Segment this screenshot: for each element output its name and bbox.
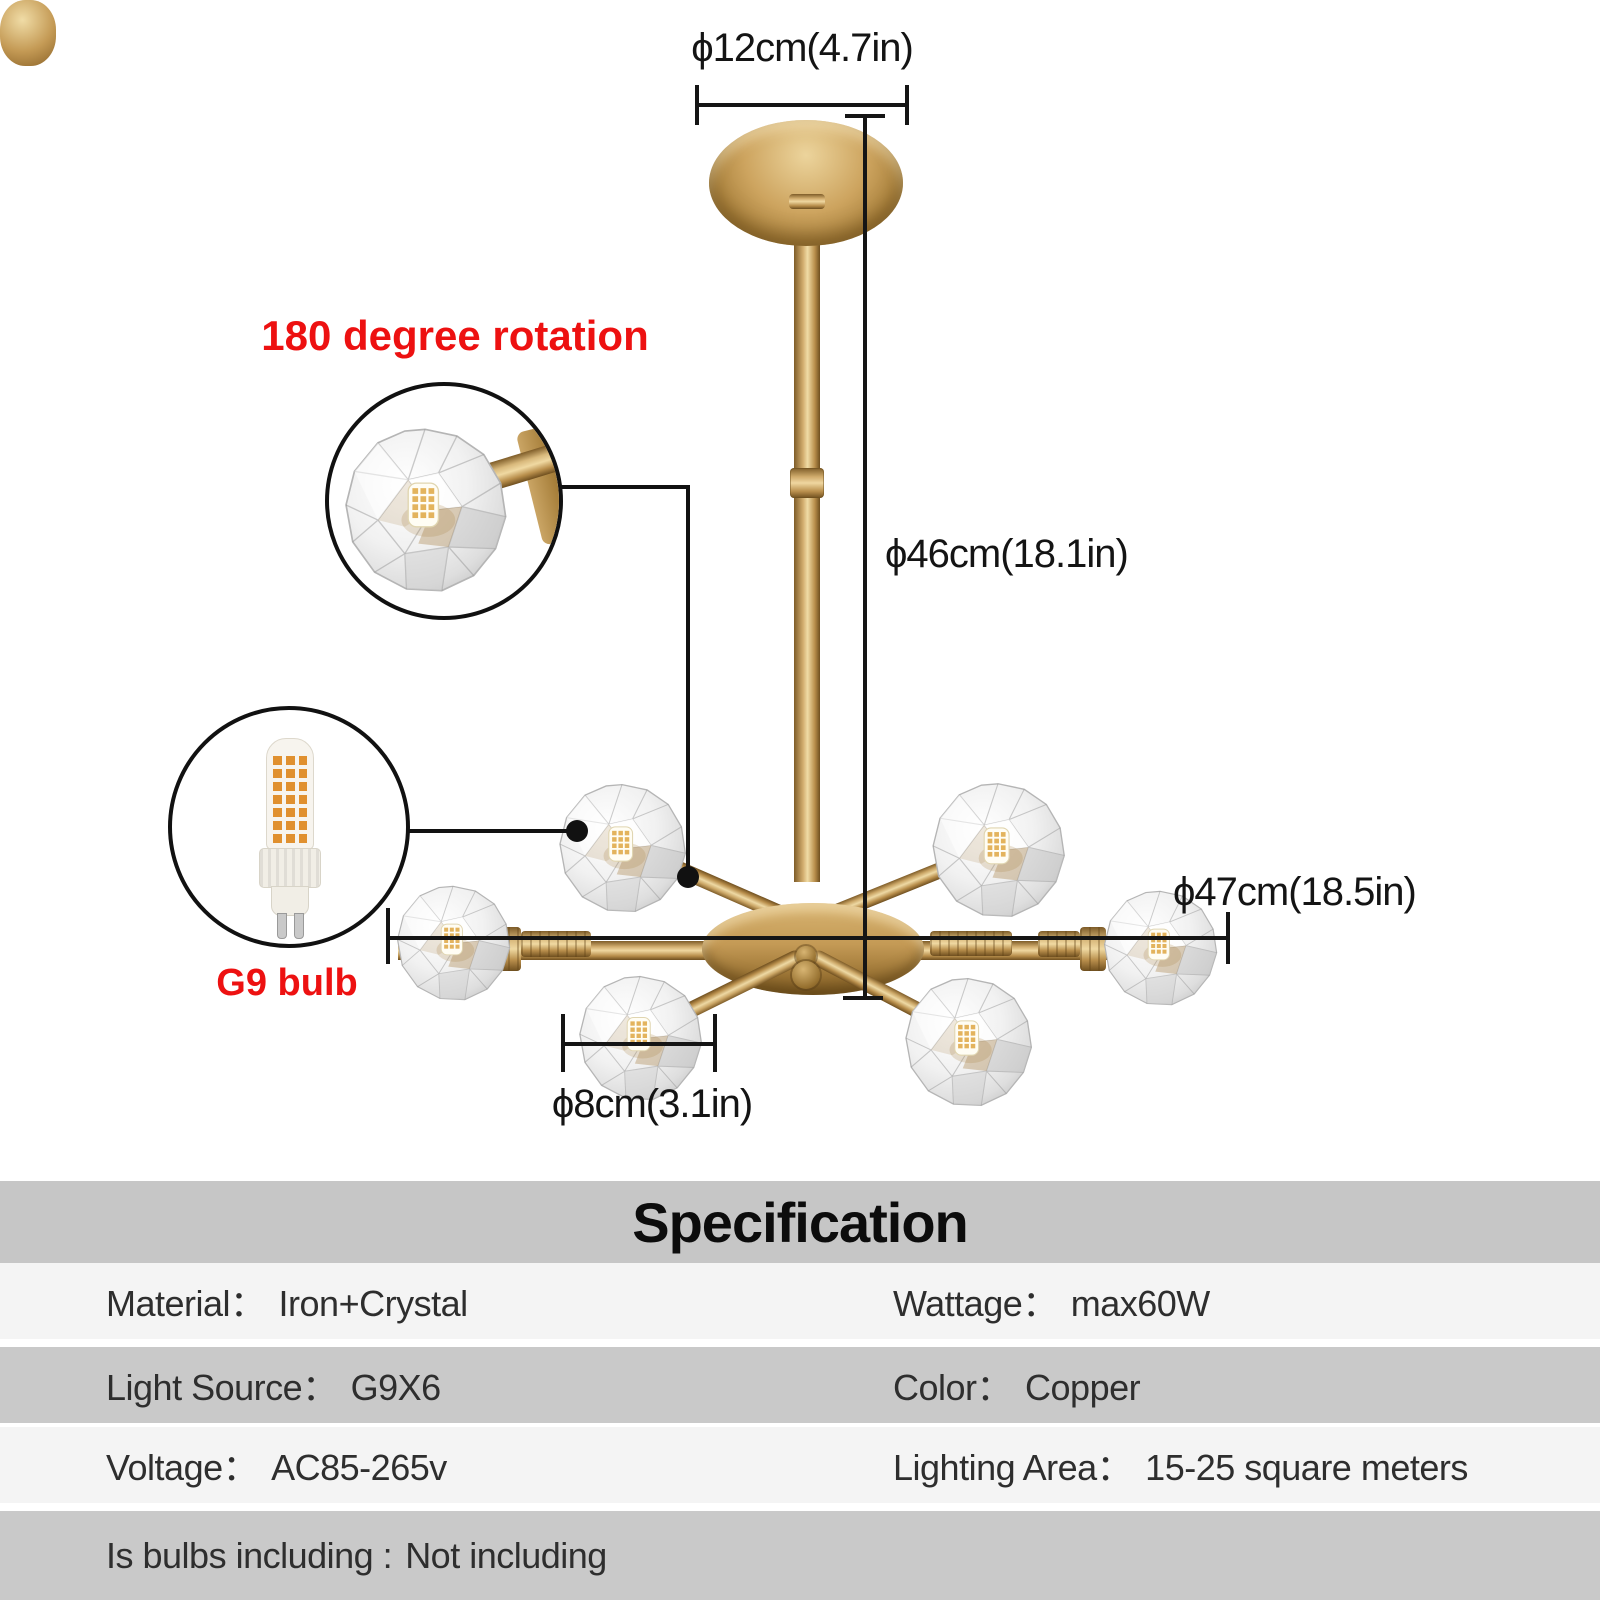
dim-diameter-label: ϕ47cm(18.5in) [1173, 870, 1417, 914]
crystal-ball-upper-right [929, 781, 1067, 919]
canopy-collar [789, 194, 825, 209]
spec-cell-bulbs-included: Is bulbs including : Not including [106, 1535, 607, 1577]
g9-bulb-base [259, 848, 321, 888]
arm-collar-right [1038, 931, 1080, 957]
crystal-ball-lower-right [902, 976, 1034, 1108]
spec-value-lighting-area: 15-25 square meters [1145, 1447, 1468, 1488]
ceiling-canopy [709, 120, 903, 246]
spec-row-voltage: Voltage： AC85-265v Lighting Area： 15-25 sq… [0, 1427, 1600, 1503]
dim-ball-label: ϕ8cm(3.1in) [551, 1082, 753, 1126]
spec-cell-voltage: Voltage： AC85-265v [106, 1439, 447, 1491]
dim-canopy-line [697, 103, 907, 107]
spec-cell-light-source: Light Source： G9X6 [106, 1359, 441, 1411]
spec-value-material: Iron+Crystal [278, 1283, 469, 1324]
hub-ball [0, 0, 56, 66]
spec-value-voltage: AC85-265v [271, 1447, 447, 1488]
spec-cell-wattage: Wattage： max60W [893, 1275, 1210, 1327]
rotation-leader-horizontal [553, 485, 690, 489]
dim-drop-line [863, 116, 867, 1000]
arm-flange-right [1080, 927, 1106, 971]
rotation-leader-dot [677, 866, 699, 888]
spec-label-material: Material： [106, 1283, 266, 1324]
dim-canopy-label: ϕ12cm(4.7in) [691, 26, 914, 70]
g9-bulb-stem [271, 886, 309, 916]
dim-ball-tick-left [561, 1014, 565, 1072]
dim-canopy-tick-left [695, 85, 699, 125]
spec-value-wattage: max60W [1070, 1283, 1211, 1324]
rotation-leader-vertical [686, 485, 690, 877]
spec-label-voltage: Voltage： [106, 1447, 259, 1488]
spec-row-light-source: Light Source： G9X6 Color： Copper [0, 1347, 1600, 1423]
dim-diameter-line [388, 936, 1230, 940]
dim-ball-tick-right [713, 1014, 717, 1072]
g9-leader-line [400, 829, 570, 833]
g9-bulb-pin-right [294, 913, 304, 939]
spec-label-light-source: Light Source： [106, 1367, 338, 1408]
crystal-ball-upper-left [556, 782, 688, 914]
g9-note-label: G9 bulb [216, 962, 358, 1004]
rotation-note-label: 180 degree rotation [261, 312, 649, 359]
rotation-detail-crystal-ball [341, 426, 509, 594]
g9-bulb-body [266, 738, 314, 850]
spec-title: Specification [632, 1190, 969, 1254]
dim-diameter-tick-left [386, 908, 390, 964]
dim-drop-tick-top [845, 114, 885, 118]
rotation-detail-mount-plate [515, 422, 559, 546]
spec-cell-lighting-area: Lighting Area： 15-25 square meters [893, 1439, 1468, 1491]
dim-drop-tick-bottom [843, 996, 883, 1000]
spec-value-light-source: G9X6 [350, 1367, 442, 1408]
rotation-detail-circle [325, 382, 563, 620]
arm-collar-mid-right [930, 931, 1012, 956]
dim-ball-line [563, 1042, 717, 1046]
hub-finial-bottom [792, 961, 820, 989]
g9-leader-dot [566, 820, 588, 842]
arm-collar-left [521, 931, 591, 957]
spec-cell-color: Color： Copper [893, 1359, 1141, 1411]
spec-label-wattage: Wattage： [893, 1283, 1058, 1324]
dim-drop-label: ϕ46cm(18.1in) [885, 532, 1129, 576]
dim-canopy-tick-right [905, 85, 909, 125]
spec-cell-material: Material： Iron+Crystal [106, 1275, 468, 1327]
hanging-rod [794, 196, 820, 882]
spec-row-material: Material： Iron+Crystal Wattage： max60W [0, 1263, 1600, 1339]
spec-label-color: Color： [893, 1367, 1013, 1408]
rod-joint [790, 468, 824, 498]
spec-row-bulbs-included: Is bulbs including : Not including [0, 1511, 1600, 1600]
spec-label-bulbs-included: Is bulbs including : [106, 1534, 393, 1576]
dim-diameter-tick-right [1226, 912, 1230, 964]
spec-label-lighting-area: Lighting Area： [893, 1447, 1133, 1488]
g9-bulb-pin-left [277, 913, 287, 939]
spec-value-color: Copper [1025, 1367, 1141, 1408]
g9-bulb-led-grid [273, 755, 307, 843]
spec-header-band: Specification [0, 1181, 1600, 1263]
spec-value-bulbs-included: Not including [405, 1534, 607, 1576]
g9-detail-circle [168, 706, 410, 948]
